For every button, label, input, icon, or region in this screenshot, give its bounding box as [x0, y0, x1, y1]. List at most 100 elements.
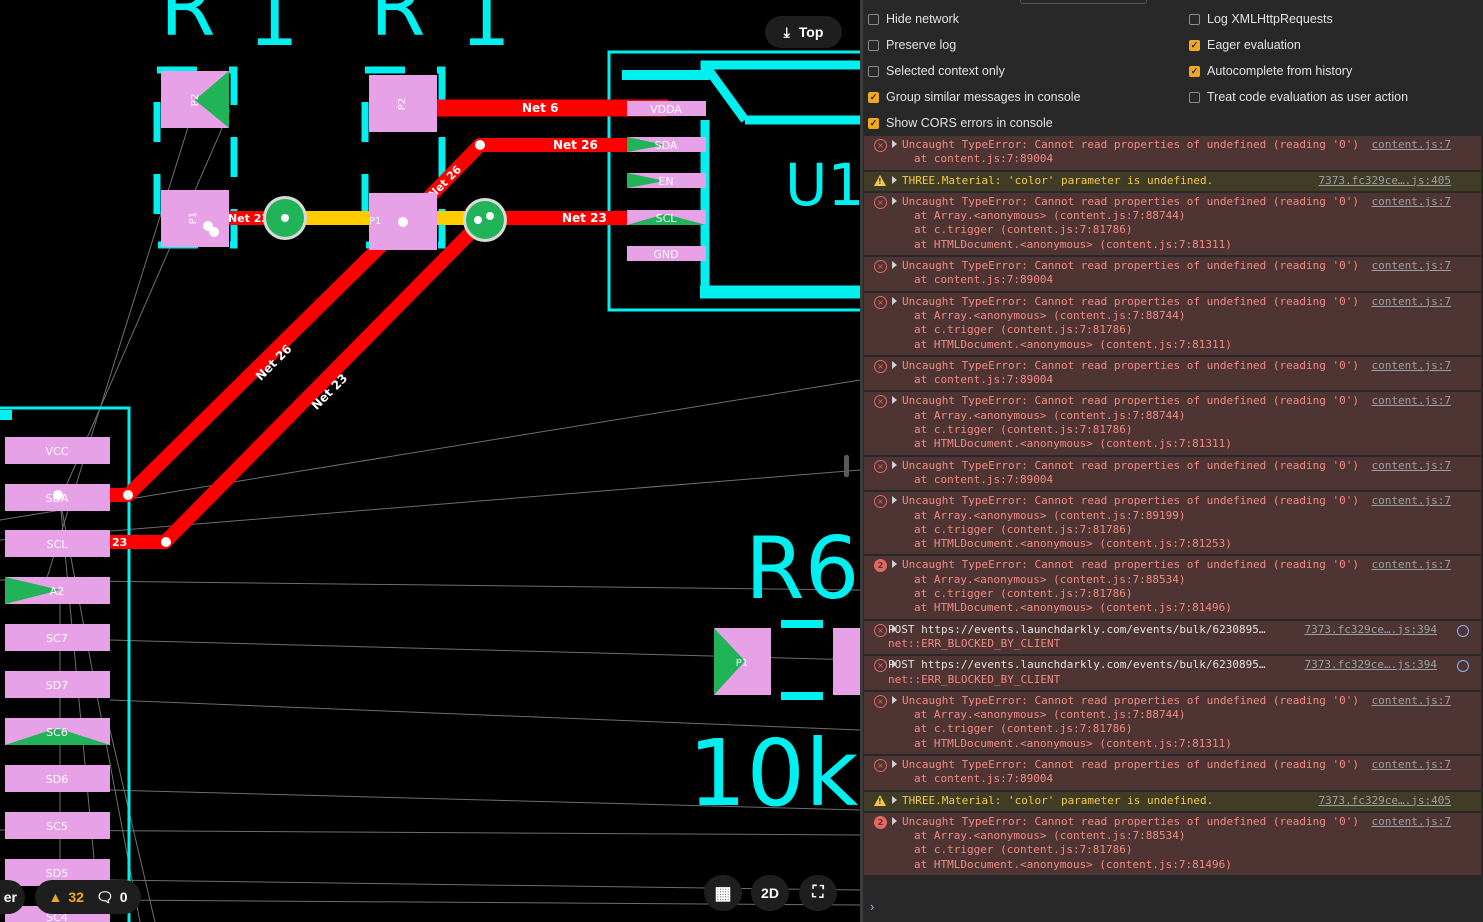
- console-message[interactable]: ×POST https://events.launchdarkly.com/ev…: [864, 620, 1481, 655]
- console-prompt[interactable]: ›: [870, 899, 875, 914]
- message-source-link[interactable]: content.js:7: [1371, 494, 1451, 508]
- stack-frame[interactable]: at c.trigger (content.js:7:81786): [914, 223, 1133, 237]
- stack-frame[interactable]: at content.js:7:89004: [914, 472, 1054, 486]
- checkbox-unchecked[interactable]: [868, 13, 879, 25]
- panel-divider[interactable]: [860, 0, 863, 922]
- console-message[interactable]: ×Uncaught TypeError: Cannot read propert…: [864, 691, 1481, 754]
- checkbox-unchecked[interactable]: [1189, 13, 1200, 25]
- console-message[interactable]: ×Uncaught TypeError: Cannot read propert…: [864, 456, 1481, 491]
- expand-triangle-icon[interactable]: [892, 261, 897, 270]
- option-3[interactable]: ✓Group similar messages in console: [868, 88, 1081, 106]
- message-source-link[interactable]: content.js:7: [1371, 558, 1451, 572]
- console-message[interactable]: THREE.Material: 'color' parameter is und…: [864, 171, 1481, 191]
- checkbox-checked[interactable]: ✓: [1189, 39, 1200, 51]
- message-source-link[interactable]: 7373.fc329ce….js:394: [1304, 658, 1437, 672]
- stack-frame[interactable]: at Array.<anonymous> (content.js:7:88534…: [914, 572, 1186, 586]
- left-ic-pads[interactable]: VCC SDA SCL A2 SC7 SD7 SC6 SD6 SC5 SD5 S…: [5, 437, 110, 922]
- fullscreen-button[interactable]: ⛶: [799, 875, 837, 911]
- message-source-link[interactable]: content.js:7: [1371, 294, 1451, 308]
- partial-toolbar-button[interactable]: er: [0, 880, 25, 914]
- checkbox-checked[interactable]: ✓: [868, 91, 879, 103]
- console-message[interactable]: ×Uncaught TypeError: Cannot read propert…: [864, 392, 1481, 455]
- stack-frame[interactable]: at Array.<anonymous> (content.js:7:89199…: [914, 508, 1186, 522]
- stack-frame[interactable]: at Array.<anonymous> (content.js:7:88744…: [914, 209, 1186, 223]
- r2-pads[interactable]: P2 P1: [369, 75, 437, 250]
- expand-triangle-icon[interactable]: [892, 624, 897, 633]
- expand-triangle-icon[interactable]: [892, 175, 897, 184]
- stack-frame[interactable]: at c.trigger (content.js:7:81786): [914, 522, 1133, 536]
- stack-frame[interactable]: at Array.<anonymous> (content.js:7:88744…: [914, 308, 1186, 322]
- console-message[interactable]: ×Uncaught TypeError: Cannot read propert…: [864, 257, 1481, 291]
- stack-frame[interactable]: at HTMLDocument.<anonymous> (content.js:…: [914, 736, 1232, 750]
- stack-frame[interactable]: at HTMLDocument.<anonymous> (content.js:…: [914, 601, 1232, 615]
- stack-frame[interactable]: at Array.<anonymous> (content.js:7:88534…: [914, 829, 1186, 843]
- checkbox-unchecked[interactable]: [868, 65, 879, 77]
- console-message[interactable]: ×POST https://events.launchdarkly.com/ev…: [864, 656, 1481, 690]
- pcb-canvas[interactable]: R 1 R 1 U1 Net 6 Net 26 Net 23 Net: [0, 0, 860, 922]
- expand-triangle-icon[interactable]: [892, 759, 897, 768]
- message-source-link[interactable]: content.js:7: [1371, 138, 1451, 151]
- message-source-link[interactable]: 7373.fc329ce….js:405: [1318, 173, 1451, 187]
- network-globe-icon[interactable]: [1457, 660, 1469, 673]
- view-2d-button[interactable]: 2D: [751, 875, 789, 911]
- console-message[interactable]: ×Uncaught TypeError: Cannot read propert…: [864, 492, 1481, 555]
- console-message[interactable]: ×Uncaught TypeError: Cannot read propert…: [864, 292, 1481, 355]
- stack-frame[interactable]: at Array.<anonymous> (content.js:7:88744…: [914, 408, 1186, 422]
- expand-triangle-icon[interactable]: [892, 396, 897, 405]
- message-source-link[interactable]: content.js:7: [1371, 259, 1451, 273]
- option-4[interactable]: ✓Show CORS errors in console: [868, 114, 1053, 132]
- stack-frame[interactable]: at c.trigger (content.js:7:81786): [914, 587, 1133, 601]
- stack-frame[interactable]: at HTMLDocument.<anonymous> (content.js:…: [914, 237, 1232, 251]
- expand-triangle-icon[interactable]: [892, 296, 897, 305]
- stack-frame[interactable]: at Array.<anonymous> (content.js:7:88744…: [914, 708, 1186, 722]
- r1-pads[interactable]: P2 P1: [161, 71, 229, 247]
- console-message[interactable]: ×Uncaught TypeError: Cannot read propert…: [864, 136, 1481, 170]
- expand-triangle-icon[interactable]: [892, 795, 897, 804]
- message-source-link[interactable]: content.js:7: [1371, 358, 1451, 372]
- u1-pads[interactable]: VDDA SDA EN SCL GND: [627, 101, 706, 261]
- stack-frame[interactable]: at content.js:7:89004: [914, 273, 1054, 287]
- message-source-link[interactable]: 7373.fc329ce….js:405: [1318, 793, 1451, 807]
- network-globe-icon[interactable]: [1457, 624, 1469, 637]
- checkbox-unchecked[interactable]: [868, 39, 879, 51]
- expand-triangle-icon[interactable]: [892, 360, 897, 369]
- stack-frame[interactable]: at HTMLDocument.<anonymous> (content.js:…: [914, 857, 1232, 871]
- checkbox-checked[interactable]: ✓: [1189, 65, 1200, 77]
- option-0[interactable]: Hide network: [868, 10, 959, 28]
- console-message[interactable]: ×Uncaught TypeError: Cannot read propert…: [864, 755, 1481, 790]
- vias[interactable]: [123, 140, 507, 547]
- expand-triangle-icon[interactable]: [892, 816, 897, 825]
- message-source-link[interactable]: content.js:7: [1371, 814, 1451, 828]
- checkbox-checked[interactable]: ✓: [868, 117, 879, 129]
- checkbox-unchecked[interactable]: [1189, 91, 1200, 103]
- expand-triangle-icon[interactable]: [892, 460, 897, 469]
- console-message[interactable]: THREE.Material: 'color' parameter is und…: [864, 791, 1481, 811]
- option-7[interactable]: ✓Autocomplete from history: [1189, 62, 1352, 80]
- stack-frame[interactable]: net::ERR_BLOCKED_BY_CLIENT: [888, 636, 1061, 650]
- stack-frame[interactable]: at HTMLDocument.<anonymous> (content.js:…: [914, 337, 1232, 351]
- option-1[interactable]: Preserve log: [868, 36, 956, 54]
- expand-triangle-icon[interactable]: [892, 140, 897, 148]
- r6-pads[interactable]: P1: [714, 628, 860, 695]
- option-8[interactable]: Treat code evaluation as user action: [1189, 88, 1408, 106]
- canvas-scroll-handle[interactable]: [844, 455, 849, 477]
- message-source-link[interactable]: content.js:7: [1371, 458, 1451, 472]
- grid-toggle-button[interactable]: ▦: [704, 875, 742, 911]
- expand-triangle-icon[interactable]: [892, 496, 897, 505]
- stack-frame[interactable]: at c.trigger (content.js:7:81786): [914, 323, 1133, 337]
- expand-triangle-icon[interactable]: [892, 560, 897, 569]
- stack-frame[interactable]: at HTMLDocument.<anonymous> (content.js:…: [914, 437, 1232, 451]
- pcb-board-svg[interactable]: R 1 R 1 U1 Net 6 Net 26 Net 23 Net: [0, 0, 860, 922]
- option-6[interactable]: ✓Eager evaluation: [1189, 36, 1301, 54]
- stack-frame[interactable]: at c.trigger (content.js:7:81786): [914, 722, 1133, 736]
- stack-frame[interactable]: at content.js:7:89004: [914, 772, 1054, 786]
- message-source-link[interactable]: content.js:7: [1371, 194, 1451, 208]
- stack-frame[interactable]: at content.js:7:89004: [914, 152, 1054, 166]
- option-2[interactable]: Selected context only: [868, 62, 1005, 80]
- expand-triangle-icon[interactable]: [892, 196, 897, 205]
- expand-triangle-icon[interactable]: [892, 695, 897, 704]
- message-source-link[interactable]: content.js:7: [1371, 693, 1451, 707]
- stack-frame[interactable]: at c.trigger (content.js:7:81786): [914, 423, 1133, 437]
